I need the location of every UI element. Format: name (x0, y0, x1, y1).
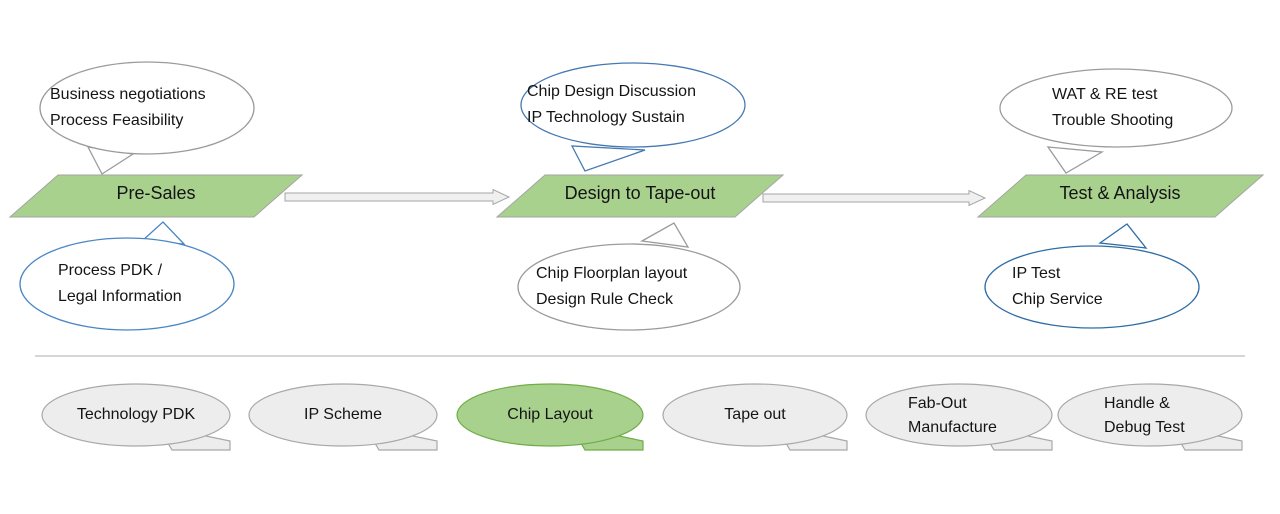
bubble-tail (639, 222, 690, 248)
pipeline-label-technology-pdk: Technology PDK (76, 406, 196, 423)
speech-bubble-test-top (999, 68, 1233, 174)
oval-line: Fab-Out (908, 395, 967, 412)
bubble-tail (570, 145, 646, 172)
pipeline-label-ip-scheme: IP Scheme (304, 406, 382, 423)
flow-arrow-1 (284, 188, 511, 206)
bubble-line: Business negotiations (50, 86, 206, 103)
bubble-tail (1046, 146, 1105, 174)
bubble-line: Process PDK / (58, 262, 163, 279)
bubble-line: Chip Service (1012, 291, 1103, 308)
stage-label-design-to-tape-out: Design to Tape-out (564, 183, 716, 203)
speech-bubble-presales-bottom (19, 221, 235, 331)
bubble-ellipse (984, 245, 1200, 329)
bubble-line: Chip Floorplan layout (536, 265, 688, 282)
test-top-bubble-text: WAT & RE test Trouble Shooting (1052, 82, 1173, 134)
speech-bubble-design-bottom (517, 222, 741, 331)
speech-bubble-presales-top (39, 61, 255, 175)
oval-line: Handle & (1104, 395, 1170, 412)
pipeline-oval-ip-scheme (248, 383, 438, 451)
pipeline-label-chip-layout: Chip Layout (507, 406, 593, 423)
pipeline-label-fab-out-manufacture: Fab-Out Manufacture (908, 392, 997, 440)
bubble-ellipse (999, 68, 1233, 148)
pipeline-oval-tape-out (662, 383, 848, 451)
test-bottom-bubble-text: IP Test Chip Service (1012, 261, 1103, 313)
pipeline-oval-chip-layout (456, 383, 644, 451)
oval-body (456, 383, 644, 447)
presales-top-bubble-text: Business negotiations Process Feasibilit… (50, 82, 206, 134)
oval-line: Manufacture (908, 419, 997, 436)
flow-arrow-2 (762, 189, 987, 207)
bubble-ellipse (19, 237, 235, 331)
pipeline-label-tape-out: Tape out (724, 406, 786, 423)
pipeline-oval-handle-debug-test (1057, 383, 1243, 451)
bubble-tail (1098, 223, 1148, 249)
oval-body (248, 383, 438, 447)
bubble-line: Chip Design Discussion (527, 83, 696, 100)
pipeline-oval-technology-pdk (41, 383, 231, 451)
design-bottom-bubble-text: Chip Floorplan layout Design Rule Check (536, 261, 687, 313)
bubble-line: Trouble Shooting (1052, 112, 1174, 129)
oval-body (41, 383, 231, 447)
oval-body (662, 383, 848, 447)
stage-shape-design-to-tape-out (495, 174, 785, 218)
pipeline-oval-fab-out-manufacture (865, 383, 1053, 451)
pipeline-label-handle-debug-test: Handle & Debug Test (1104, 392, 1185, 440)
bubble-line: Legal Information (58, 288, 182, 305)
bubble-ellipse (517, 243, 741, 331)
speech-bubble-design-top (520, 62, 746, 172)
design-top-bubble-text: Chip Design Discussion IP Technology Sus… (527, 79, 696, 131)
presales-bottom-bubble-text: Process PDK / Legal Information (58, 258, 182, 310)
speech-bubble-test-bottom (984, 223, 1200, 329)
bubble-line: Design Rule Check (536, 291, 673, 308)
stage-shape-pre-sales (8, 174, 304, 218)
bubble-ellipse (520, 62, 746, 148)
bubble-line: WAT & RE test (1052, 86, 1158, 103)
oval-body (865, 383, 1053, 447)
oval-line: Debug Test (1104, 419, 1185, 436)
bubble-line: IP Test (1012, 265, 1061, 282)
stage-shape-test-analysis (976, 174, 1265, 218)
bubble-ellipse (39, 61, 255, 155)
stage-label-pre-sales: Pre-Sales (116, 183, 196, 203)
bubble-line: Process Feasibility (50, 112, 184, 129)
oval-body (1057, 383, 1243, 447)
bubble-line: IP Technology Sustain (527, 109, 685, 126)
stage-label-test-analysis: Test & Analysis (1059, 183, 1181, 203)
